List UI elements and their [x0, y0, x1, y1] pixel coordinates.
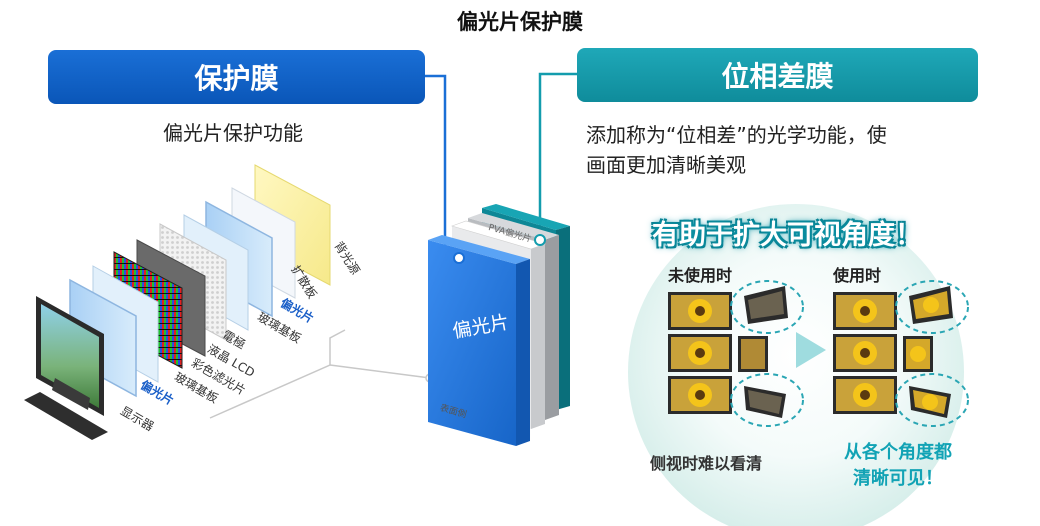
before-label: 未使用时 [668, 266, 733, 285]
side-view-unclear-text: 侧视时难以看清 [650, 454, 763, 473]
after-screens [833, 280, 969, 427]
retardation-film-header: 位相差膜 [577, 48, 978, 102]
connector-retardation [538, 72, 577, 240]
monitor-base [24, 392, 108, 440]
clear-text-line2: 清晰可见！ [853, 468, 943, 489]
polarizer-block-face [428, 240, 516, 446]
protective-film-description: 偏光片保护功能 [163, 121, 303, 145]
after-label: 使用时 [833, 266, 882, 285]
protective-film-header: 保护膜 [48, 50, 425, 104]
clear-from-all-angles-text: 从各个角度都 清晰可见！ [836, 440, 960, 492]
monitor-stand [52, 378, 90, 410]
retardation-film-description-2: 画面更加清晰美观 [586, 153, 746, 177]
retardation-film-description-1: 添加称为“位相差”的光学功能，使 [586, 123, 887, 147]
clear-text-line1: 从各个角度都 [844, 442, 952, 463]
connector-protective [425, 74, 447, 258]
before-screens [668, 280, 804, 427]
viewing-angle-highlight: 有助于扩大可视角度！ [652, 220, 922, 251]
arrow-icon [796, 332, 826, 368]
page-title: 偏光片保护膜 [457, 10, 583, 34]
